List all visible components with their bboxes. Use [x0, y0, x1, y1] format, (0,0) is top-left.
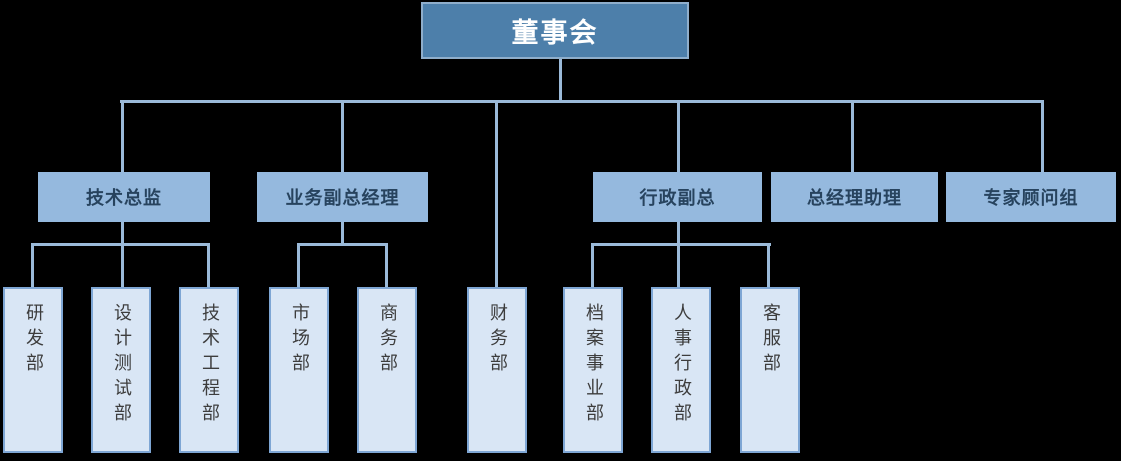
connector-admin-h [591, 243, 771, 246]
org-node-board-label: 董事会 [511, 18, 599, 49]
org-node-label: 人事行政部 [671, 303, 692, 428]
connector-tech-stub-1 [31, 243, 34, 288]
connector-root-drop [559, 58, 562, 102]
org-node-label: 研发部 [23, 303, 44, 378]
connector-business-v [341, 222, 344, 245]
org-node-hr-admin-dept: 人事行政部 [651, 287, 711, 453]
org-node-label: 技术总监 [86, 188, 162, 209]
connector-tech-v [121, 222, 124, 245]
org-node-rd-dept: 研发部 [3, 287, 63, 453]
connector-admin-stub-3 [767, 243, 770, 288]
connector-tech-stub-2 [121, 243, 124, 288]
org-node-label: 总经理助理 [807, 188, 902, 209]
org-node-tech-director: 技术总监 [38, 172, 210, 222]
connector-business-h [297, 243, 388, 246]
org-node-label: 技术工程部 [199, 303, 220, 428]
connector-tech-stub-3 [207, 243, 210, 288]
org-node-marketing-dept: 市场部 [269, 287, 329, 453]
connector-drop-business [341, 100, 344, 172]
connector-business-stub-1 [297, 243, 300, 288]
org-node-customer-service-dept: 客服部 [740, 287, 800, 453]
org-node-business-deputy-gm: 业务副总经理 [257, 172, 428, 222]
connector-admin-stub-2 [677, 243, 680, 288]
connector-drop-tech [121, 100, 124, 172]
connector-admin-v [677, 222, 680, 245]
org-node-label: 客服部 [760, 303, 781, 378]
connector-drop-expert [1041, 100, 1044, 172]
connector-tech-h [31, 243, 210, 246]
org-node-label: 市场部 [289, 303, 310, 378]
org-node-label: 档案事业部 [583, 303, 604, 428]
org-node-gm-assistant: 总经理助理 [771, 172, 938, 222]
org-node-commerce-dept: 商务部 [357, 287, 417, 453]
connector-drop-admin [677, 100, 680, 172]
org-node-finance-dept: 财务部 [467, 287, 527, 453]
connector-drop-finance [495, 100, 498, 288]
org-node-board: 董事会 [421, 2, 689, 59]
org-node-admin-deputy-gm: 行政副总 [593, 172, 762, 222]
org-node-label: 财务部 [487, 303, 508, 378]
org-node-label: 商务部 [377, 303, 398, 378]
org-node-design-testing-dept: 设计测试部 [91, 287, 151, 453]
connector-business-stub-2 [385, 243, 388, 288]
connector-drop-gm-assist [851, 100, 854, 172]
connector-trunk [120, 100, 1044, 103]
connector-admin-stub-1 [591, 243, 594, 288]
org-node-label: 专家顾问组 [983, 188, 1079, 209]
org-node-label: 行政副总 [639, 188, 716, 209]
org-node-label: 业务副总经理 [285, 188, 400, 209]
org-node-label: 设计测试部 [111, 303, 132, 428]
org-node-expert-advisory-group: 专家顾问组 [946, 172, 1116, 222]
org-node-archives-division: 档案事业部 [563, 287, 623, 453]
org-node-tech-engineering-dept: 技术工程部 [179, 287, 239, 453]
